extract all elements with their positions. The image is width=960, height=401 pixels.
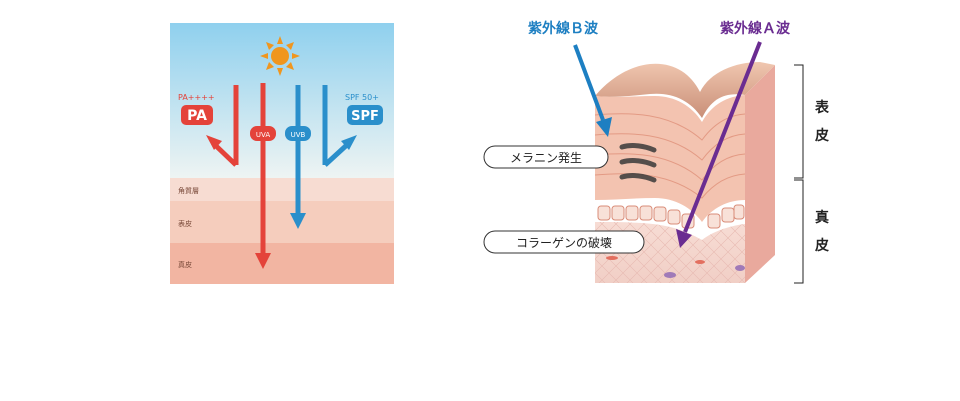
melanin-callout [483, 145, 609, 169]
dermis-label-char1: 真 [815, 209, 829, 226]
epidermis-bracket [794, 64, 804, 179]
epidermis-section [595, 95, 745, 222]
collagen-label: コラーゲンの破壊 [516, 235, 612, 250]
uva-pill [250, 126, 276, 141]
uvb-title: 紫外線Ｂ波 [528, 20, 599, 37]
layer-label-stratum-corneum: 角質層 [178, 186, 199, 195]
epidermis-label-char1: 表 [814, 99, 830, 116]
uva-penetrating-arrow [255, 83, 271, 269]
uvb-penetrating-arrow [290, 85, 306, 229]
spf-badge [347, 105, 383, 125]
spf-rating: SPF 50+ [345, 93, 379, 102]
epidermis-layer [170, 201, 394, 243]
pa-label: PA [187, 108, 207, 124]
skin-block-side [745, 65, 775, 283]
dermis-label-char2: 皮 [814, 237, 829, 254]
epidermis-layers [594, 113, 746, 199]
stratum-corneum-layer [170, 178, 394, 201]
uv-penetration-diagram: PA++++ PA SPF 50+ SPF UVA UVB 角質層 表皮 真皮 [170, 23, 394, 284]
melanin-label: メラニン発生 [510, 151, 582, 165]
uva-arrow [676, 41, 762, 248]
collagen-callout [483, 230, 645, 254]
skin-top-surface [595, 62, 775, 118]
spf-label: SPF [351, 109, 379, 124]
sun-icon [260, 36, 300, 76]
uva-reflected-arrow [206, 85, 239, 167]
uvb-label: UVB [291, 131, 306, 139]
uvb-pill [285, 126, 311, 141]
uvb-arrow [573, 44, 612, 137]
dermis-layer [170, 243, 394, 284]
layer-label-epidermis: 表皮 [178, 219, 192, 228]
uvb-reflected-arrow [322, 85, 357, 167]
fibroblast-cells [606, 256, 745, 278]
pa-rating: PA++++ [178, 93, 215, 102]
layer-label-dermis: 真皮 [178, 260, 192, 269]
dermis-bracket [794, 179, 804, 284]
epidermis-label-char2: 皮 [814, 127, 829, 144]
melanin-deposits [619, 143, 657, 183]
pa-badge [181, 105, 213, 125]
skin-cross-section-diagram: 紫外線Ｂ波 紫外線Ａ波 メラニン発生 コラーゲンの破壊 表 皮 真 皮 [470, 0, 850, 300]
uva-title: 紫外線Ａ波 [720, 20, 791, 37]
uva-label: UVA [256, 131, 270, 139]
